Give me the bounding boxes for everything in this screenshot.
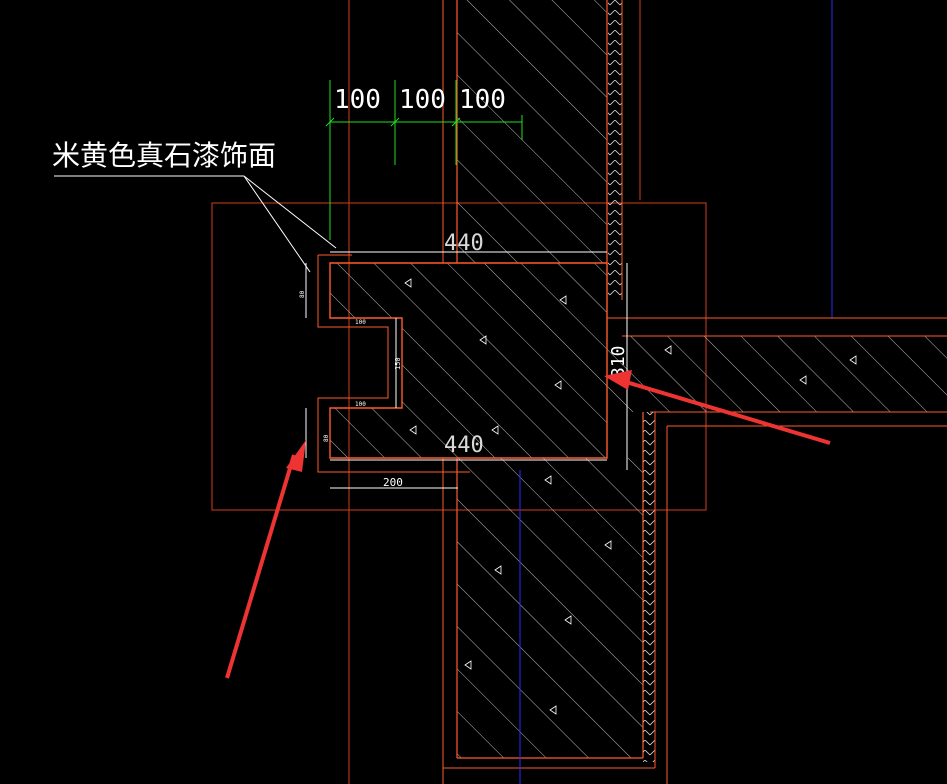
dim-notch-lower: 100 [355, 401, 366, 408]
dim-width-upper: 440 [444, 231, 484, 256]
white-dimension-lines [305, 251, 628, 489]
dim-ledge-upper: 80 [299, 290, 306, 298]
dim-notch-height: 150 [394, 357, 402, 370]
cornice-beam-section [317, 254, 608, 473]
top-dimension-lines [325, 80, 523, 240]
dim-ledge-lower: 80 [323, 434, 330, 442]
red-arrow-left [225, 440, 306, 679]
dim-top-1: 100 [334, 85, 381, 115]
aggregate-marks [404, 278, 857, 715]
dim-right-height: 310 [608, 345, 629, 378]
dim-top-2: 100 [399, 85, 446, 115]
finish-annotation-label: 米黄色真石漆饰面 [52, 139, 276, 172]
annotation-leader [54, 175, 337, 273]
red-arrow-right [604, 370, 831, 445]
upper-wall [442, 0, 623, 300]
floor-slab [607, 317, 947, 427]
dim-width-lower: 440 [444, 433, 484, 458]
dim-bottom-width: 200 [383, 476, 403, 489]
lower-wall [442, 412, 668, 784]
dim-top-3: 100 [459, 85, 506, 115]
dim-notch-upper: 100 [355, 319, 366, 326]
